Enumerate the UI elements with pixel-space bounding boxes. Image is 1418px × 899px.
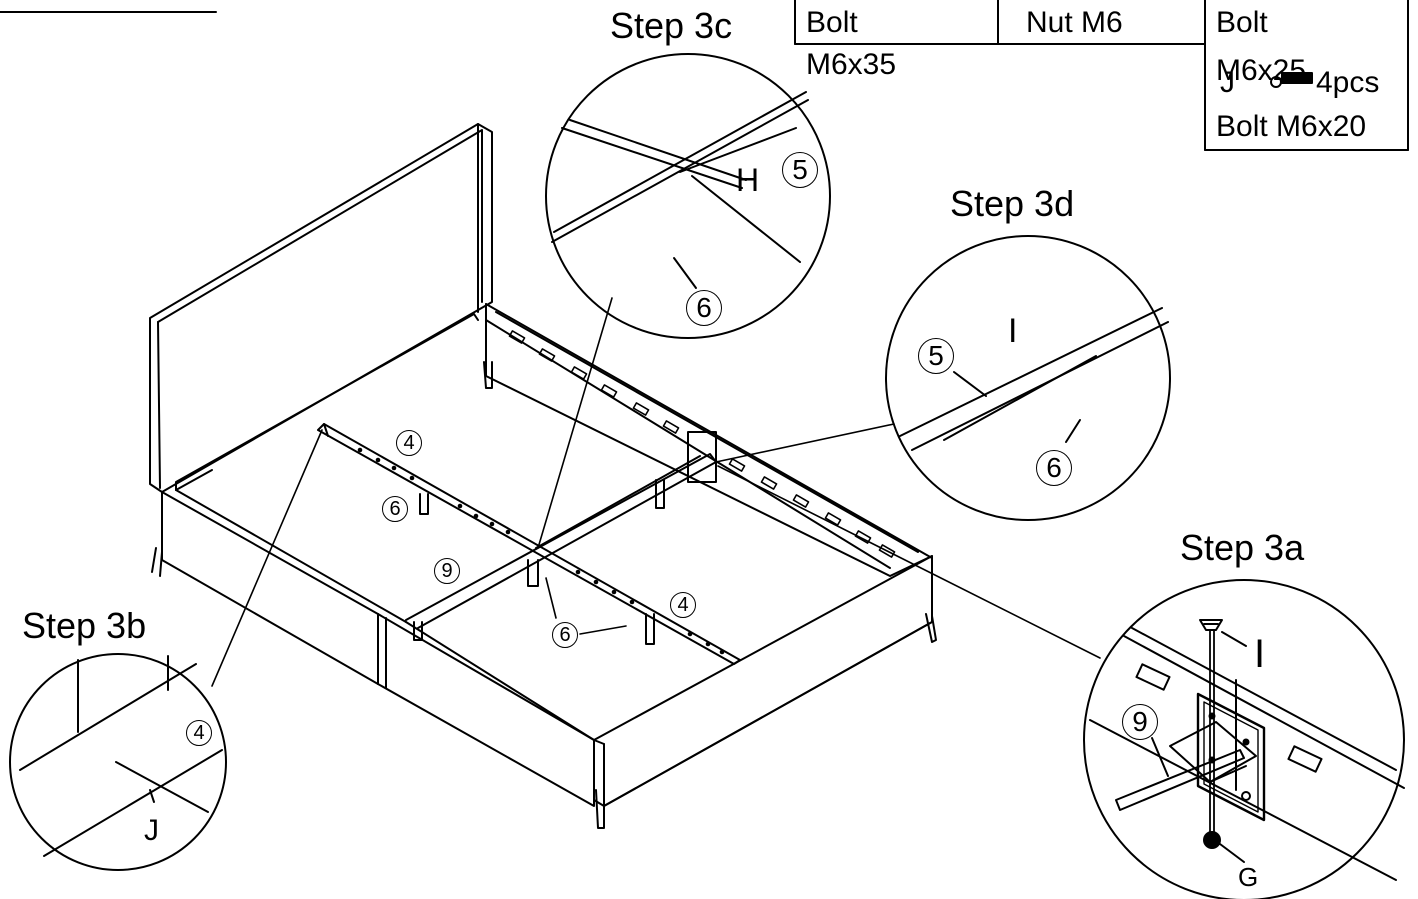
callout-4-beam-bottom: 4 (670, 592, 696, 618)
support-leg-3 (645, 613, 655, 645)
step-3a-label: Step 3a (1180, 527, 1305, 568)
letter-I-detail-3a: I (1254, 632, 1266, 676)
table-j-qty: 4pcs (1316, 66, 1380, 99)
support-leg-1 (419, 493, 429, 515)
letter-I-detail-3d: I (1008, 312, 1018, 350)
parts-table-borders (794, 0, 1409, 151)
bolt-icon-table (1270, 72, 1313, 88)
callout-6-detail-3c: 6 (686, 290, 722, 326)
headboard (149, 123, 493, 493)
support-leg-2 (527, 559, 539, 587)
footboard (593, 555, 933, 807)
bracket-shelf (1169, 721, 1257, 783)
leader-lines (211, 297, 1101, 687)
leg-back (483, 361, 493, 389)
table-col1-line1: Bolt (806, 6, 858, 39)
step-3c-label: Step 3c (610, 5, 733, 46)
nut (1203, 831, 1221, 849)
letter-G: G (1238, 862, 1259, 892)
callout-9-detail-3a: 9 (1122, 704, 1158, 740)
crossbeam-end (1115, 749, 1245, 811)
table-col3-line1: Bolt (1216, 6, 1268, 39)
support-leg-5 (413, 621, 423, 641)
letter-H: H (736, 162, 760, 198)
table-col3-line2: M6x25 (1216, 54, 1307, 87)
leg-right (925, 613, 937, 643)
step-3b-label: Step 3b (22, 605, 147, 646)
callout-6-leg-left: 6 (382, 496, 408, 522)
letter-J-detail-3b: J (144, 814, 159, 847)
bed-frame (149, 123, 937, 829)
callout-5-detail-3d: 5 (918, 338, 954, 374)
callout-9-crossbeam: 9 (434, 558, 460, 584)
cross-beam (405, 453, 717, 629)
support-leg-4 (655, 479, 665, 509)
bracket-plate (1196, 692, 1266, 822)
table-col1-line2: M6x35 (806, 48, 897, 81)
table-j-label: J (1220, 66, 1235, 99)
callout-6-detail-3d: 6 (1036, 450, 1072, 486)
callout-4-beam-top: 4 (396, 430, 422, 456)
callout-4-detail-3b: 4 (186, 720, 212, 746)
leg-front-middle (595, 789, 605, 829)
callout-6-leg-bottom: 6 (552, 622, 578, 648)
table-col2: Nut M6 (1026, 6, 1123, 39)
table-j-name: Bolt M6x20 (1216, 110, 1367, 143)
center-beam (317, 423, 741, 665)
detail-circle-3d (885, 235, 1171, 521)
step-3d-label: Step 3d (950, 183, 1075, 224)
rail-slots (508, 330, 896, 558)
detail-circle-3c (545, 53, 831, 339)
beam-holes (357, 447, 725, 655)
rail-bracket (687, 431, 717, 483)
detail-circle-3a (1083, 579, 1405, 899)
callout-5-detail-3c: 5 (782, 152, 818, 188)
detail-circle-3b (9, 653, 227, 871)
leg-front-left (151, 547, 163, 577)
